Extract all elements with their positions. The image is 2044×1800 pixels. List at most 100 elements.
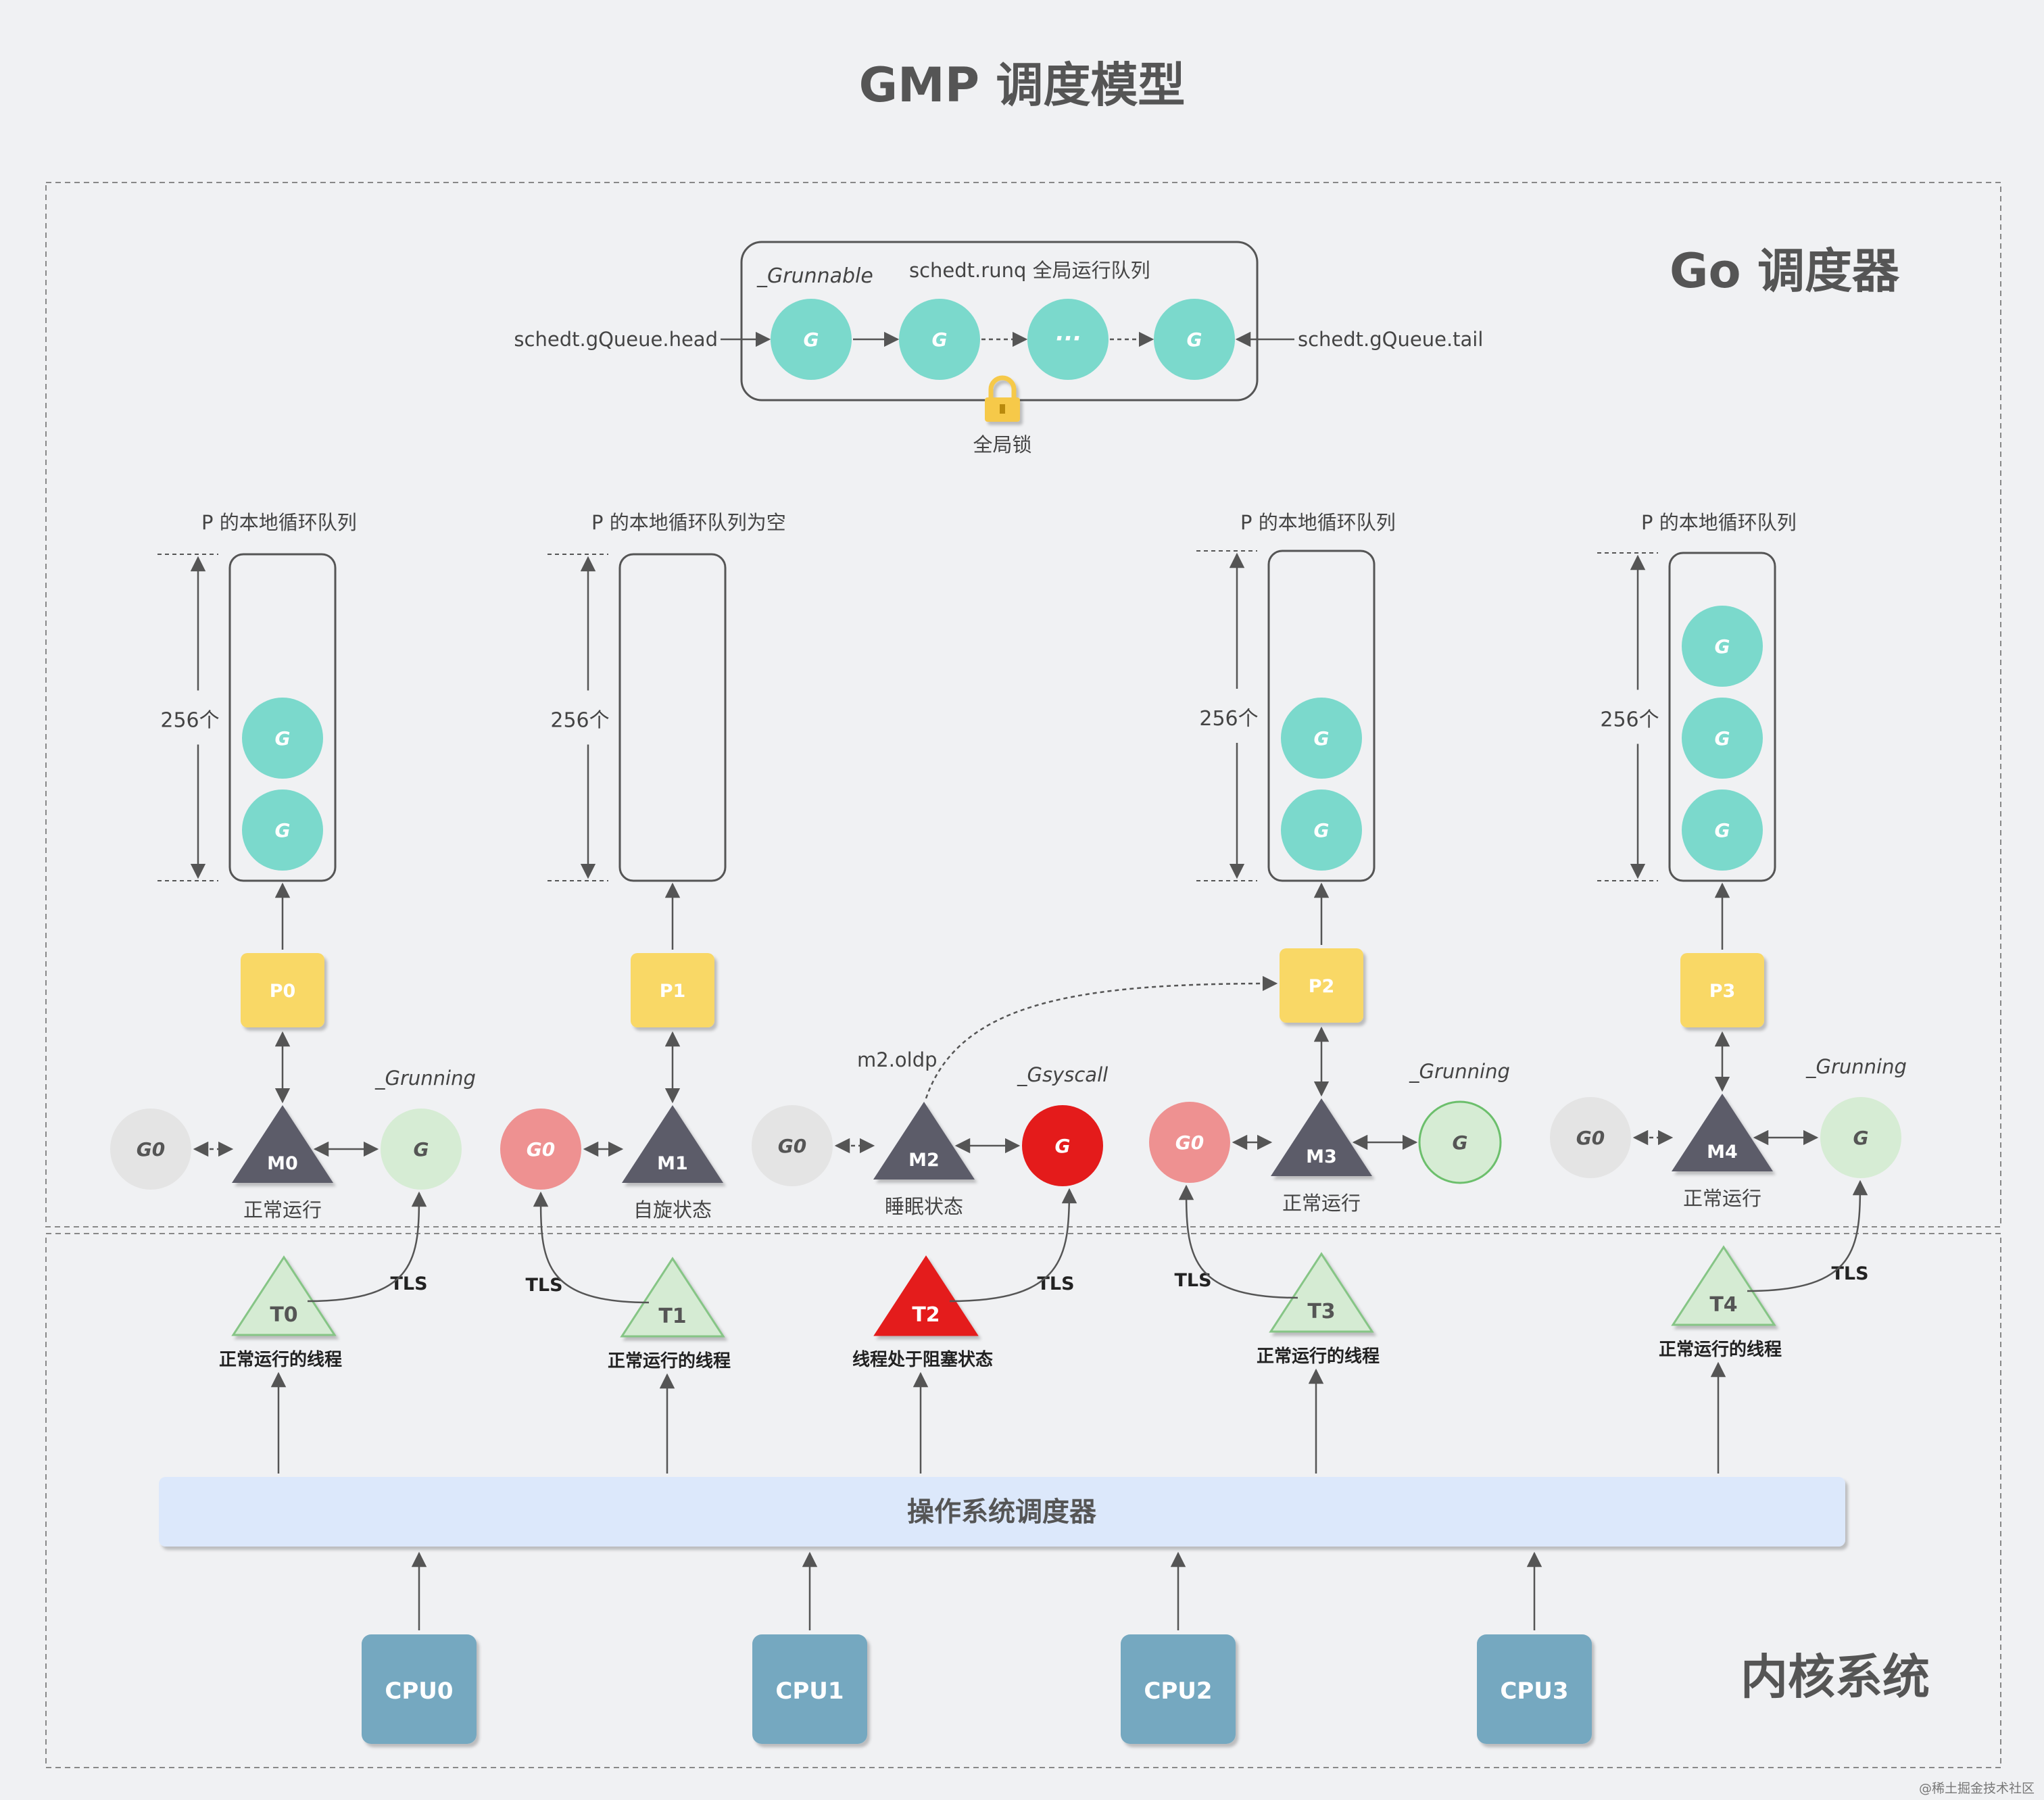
local-queue-1: P 的本地循环队列为空 256个 <box>548 511 786 882</box>
tls-link <box>533 1191 650 1304</box>
local-queue-item: G <box>1682 789 1763 871</box>
g-state-label: _Grunning <box>374 1067 476 1090</box>
machine-state: 睡眠状态 <box>885 1195 963 1218</box>
cpu-label: CPU3 <box>1500 1678 1568 1705</box>
g-M4: G <box>1820 1097 1901 1178</box>
g0-M3-label: G0 <box>1175 1132 1204 1154</box>
g-M0: G <box>381 1109 462 1190</box>
cpu-label: CPU1 <box>775 1678 844 1705</box>
local-queue-item: G <box>242 698 323 779</box>
g-M2: G <box>1022 1105 1103 1186</box>
local-queue-item-label: G <box>1715 819 1730 842</box>
go-scheduler-region <box>45 182 2001 1227</box>
machine-state: 自旋状态 <box>633 1198 712 1221</box>
g0-M2: G0 <box>752 1105 833 1186</box>
tls-label: TLS <box>525 1275 562 1296</box>
machine-label: M1 <box>657 1153 688 1174</box>
global-queue-item-3: G <box>1154 299 1235 380</box>
machine-label: M3 <box>1306 1146 1337 1167</box>
local-queue-box <box>618 553 727 882</box>
g0-M3: G0 <box>1149 1102 1230 1183</box>
local-queue-0: P 的本地循环队列 256个 G G <box>157 511 357 882</box>
g-state-label: _Gsyscall <box>1017 1063 1108 1086</box>
g-M2-label: G <box>1055 1135 1071 1157</box>
cpu-CPU3: CPU3 <box>1477 1551 1592 1744</box>
thread-label: T4 <box>1709 1293 1737 1317</box>
g0-M4-label: G0 <box>1576 1127 1605 1149</box>
local-queue-title: P 的本地循环队列 <box>1240 511 1396 534</box>
g-state-label: _Grunning <box>1805 1055 1907 1078</box>
tls-link <box>1747 1179 1868 1292</box>
thread-desc: 线程处于阻塞状态 <box>852 1349 993 1370</box>
thread-T4: T4 正常运行的线程 TLS <box>1659 1179 1869 1474</box>
machine-state: 正常运行 <box>243 1198 322 1221</box>
global-queue-item-0-label: G <box>804 329 819 351</box>
cpu-label: CPU2 <box>1144 1678 1212 1705</box>
os-scheduler-bar <box>159 1477 1845 1547</box>
global-queue-item-1-label: G <box>932 329 948 351</box>
local-queue-item-label: G <box>1715 635 1730 658</box>
local-queue-title: P 的本地循环队列 <box>201 511 357 534</box>
global-queue-runq-label: schedt.runq 全局运行队列 <box>909 259 1150 282</box>
global-queue-item-3-label: G <box>1187 329 1202 351</box>
machine-M1: M1 自旋状态 G0 <box>500 1031 723 1221</box>
local-queue-box <box>1267 550 1376 882</box>
watermark: @稀土掘金技术社区 <box>1919 1781 2035 1796</box>
machine-state: 正常运行 <box>1282 1192 1361 1215</box>
go-scheduler-label: Go 调度器 <box>1670 243 1900 299</box>
thread-desc: 正常运行的线程 <box>1659 1339 1782 1360</box>
machine-state: 正常运行 <box>1683 1187 1761 1210</box>
global-queue-item-2-label: ··· <box>1055 325 1081 352</box>
local-queue-title: P 的本地循环队列为空 <box>591 511 786 534</box>
local-queue-box <box>1668 552 1776 882</box>
cpu-CPU1: CPU1 <box>752 1551 867 1744</box>
thread-desc: 正常运行的线程 <box>219 1349 342 1370</box>
global-queue: _Grunnable schedt.runq 全局运行队列 schedt.gQu… <box>514 241 1483 456</box>
m2-oldp-label: m2.oldp <box>857 1048 938 1071</box>
tls-link <box>307 1191 427 1303</box>
local-queue-capacity: 256个 <box>160 709 219 733</box>
g0-M4: G0 <box>1550 1097 1631 1178</box>
machine-label: M0 <box>267 1153 298 1174</box>
global-queue-item-2: ··· <box>1027 299 1109 380</box>
tls-label: TLS <box>1037 1273 1074 1294</box>
g0-M1-label: G0 <box>527 1138 555 1161</box>
local-queue-item-label: G <box>1314 819 1330 842</box>
processor-P2: P2 <box>1280 948 1363 1023</box>
processor-label: P0 <box>270 981 296 1002</box>
thread-label: T1 <box>658 1305 686 1328</box>
local-queue-item-label: G <box>275 819 291 842</box>
local-queue-capacity: 256个 <box>550 709 609 733</box>
global-queue-item-1: G <box>899 299 980 380</box>
global-queue-head-label: schedt.gQueue.head <box>514 328 718 351</box>
g-M4-label: G <box>1853 1127 1869 1149</box>
thread-desc: 正常运行的线程 <box>1257 1346 1380 1367</box>
machine-label: M4 <box>1707 1142 1738 1163</box>
local-queue-item: G <box>1682 698 1763 779</box>
local-queue-title: P 的本地循环队列 <box>1641 511 1797 534</box>
processor-P3: P3 <box>1680 953 1764 1027</box>
g0-M2-label: G0 <box>778 1135 806 1157</box>
g-M0-label: G <box>414 1138 429 1161</box>
cpu-CPU2: CPU2 <box>1121 1551 1236 1744</box>
lock-icon <box>985 375 1020 422</box>
g-M3-label: G <box>1453 1132 1468 1154</box>
tls-label: TLS <box>1831 1263 1868 1284</box>
lock-label: 全局锁 <box>973 433 1031 456</box>
thread-label: T3 <box>1307 1300 1335 1323</box>
local-queue-item: G <box>1281 789 1362 871</box>
global-queue-items: G G ··· G <box>771 299 1235 380</box>
tls-link <box>1178 1184 1298 1299</box>
local-queue-capacity: 256个 <box>1600 708 1659 732</box>
global-queue-tail-label: schedt.gQueue.tail <box>1298 328 1483 351</box>
os-scheduler-label: 操作系统调度器 <box>907 1497 1097 1528</box>
kernel-region <box>45 1233 2001 1768</box>
thread-label: T0 <box>270 1303 297 1327</box>
